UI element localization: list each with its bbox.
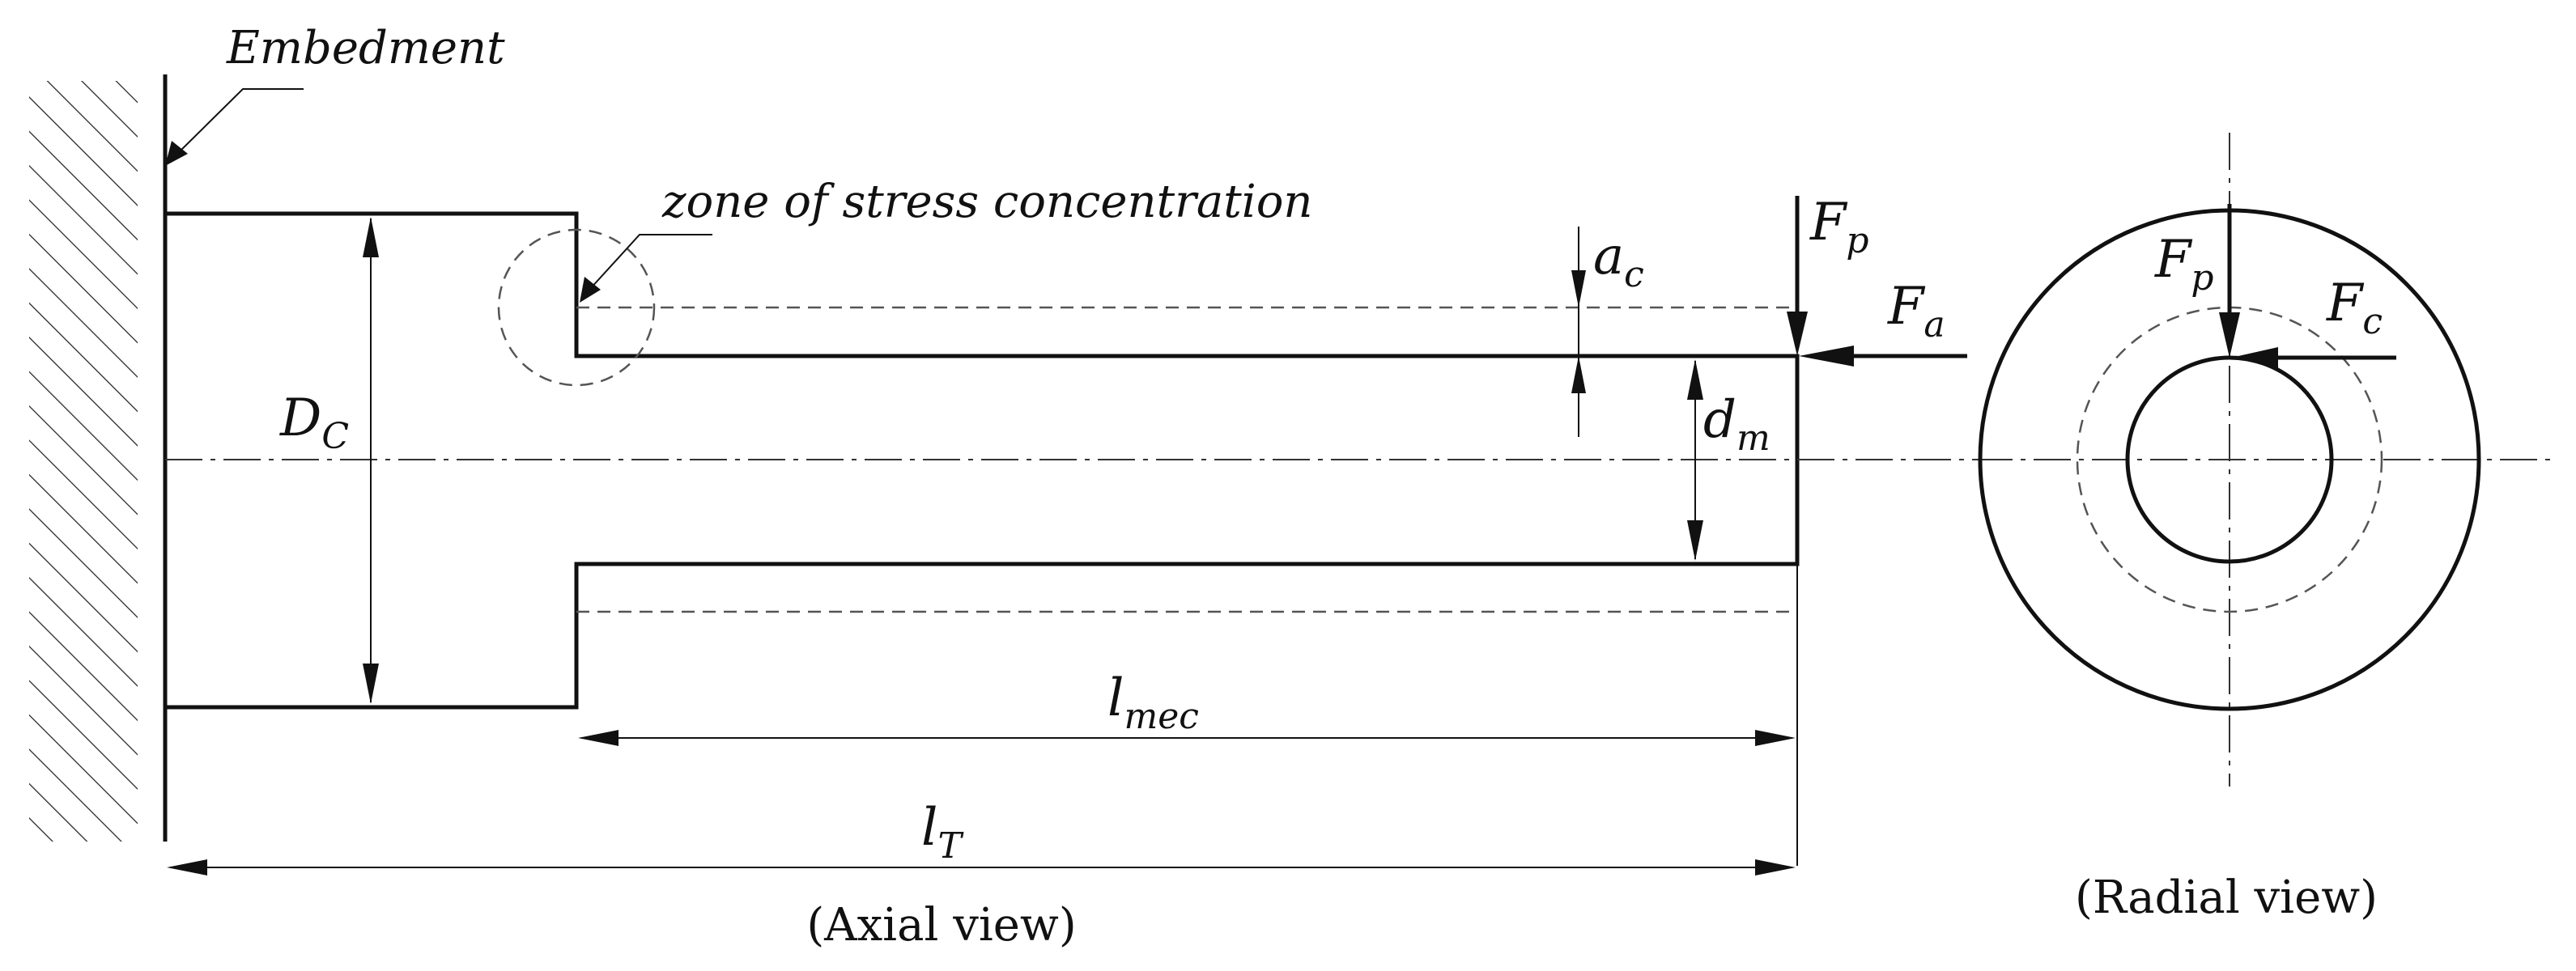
embedment-leader [172, 88, 304, 159]
fc-label: Fc [2326, 273, 2383, 342]
stress-zone-label: zone of stress concentration [661, 176, 1312, 228]
fp-radial-label: Fp [2154, 230, 2214, 299]
radial-view-caption: (Radial view) [2075, 871, 2378, 924]
stress-zone-leader [589, 234, 712, 290]
stress-zone-circle [497, 228, 656, 387]
dm-label: dm [1703, 390, 1770, 459]
ac-label: ac [1593, 227, 1644, 295]
fp-axial-label: Fp [1809, 193, 1869, 261]
dc-label: DC [279, 388, 349, 457]
axial-view-caption: (Axial view) [806, 899, 1076, 952]
fa-label: Fa [1887, 277, 1945, 346]
lmec-label: lmec [1107, 668, 1199, 737]
embedment-label: Embedment [226, 22, 505, 74]
lt-label: lT [921, 798, 964, 867]
